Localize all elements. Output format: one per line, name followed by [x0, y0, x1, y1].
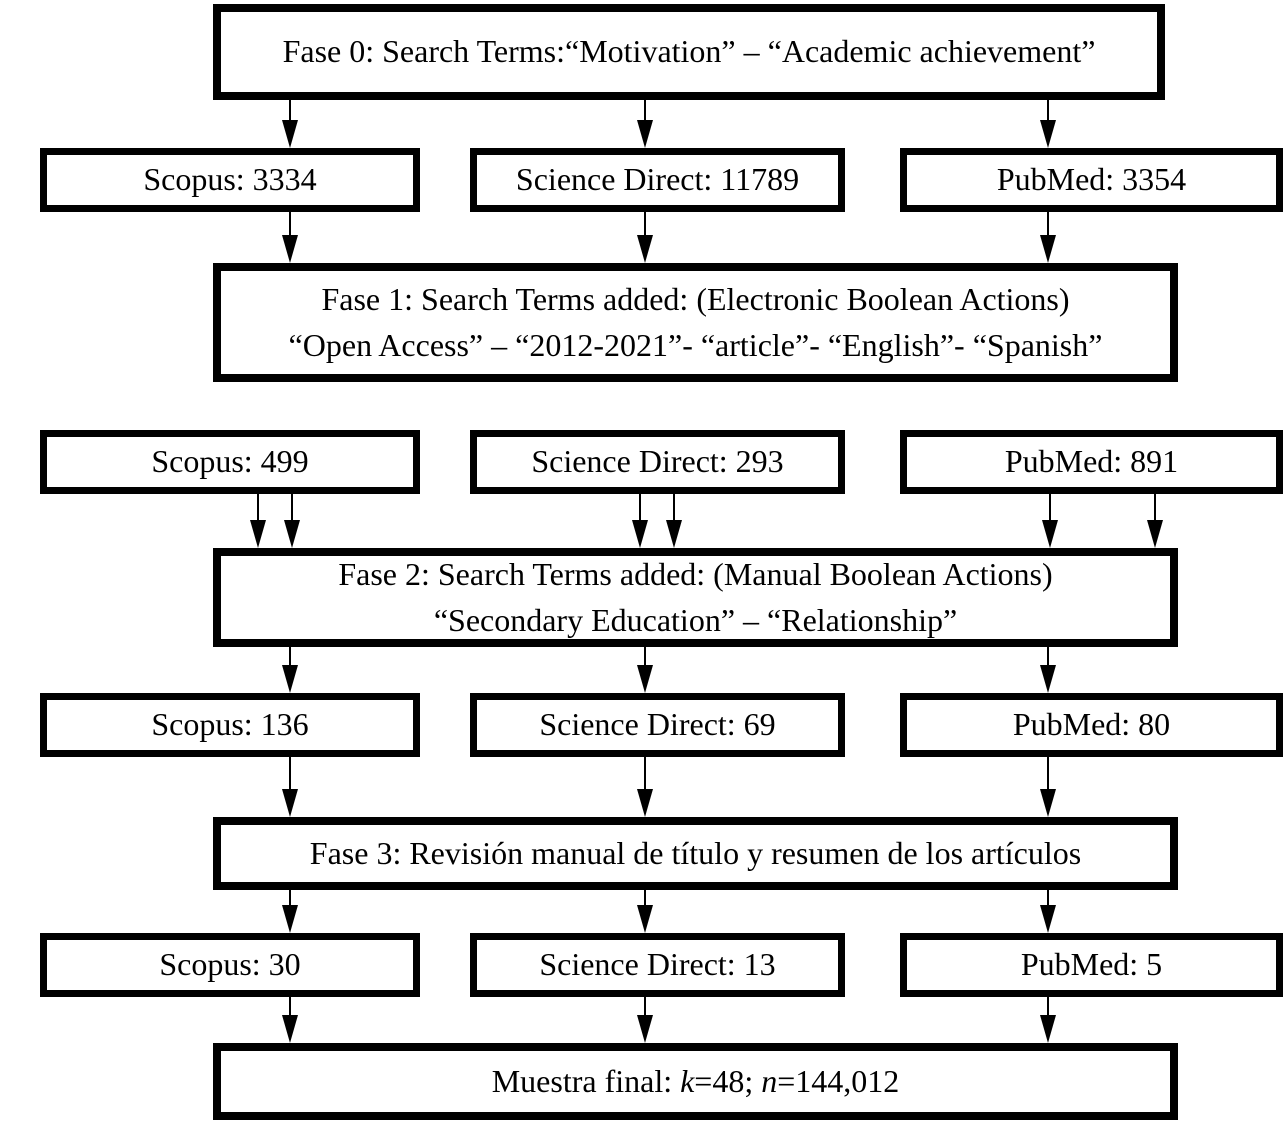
fase3-box: Fase 3: Revisión manual de título y resu… — [213, 817, 1178, 890]
row3-pubmed-box: PubMed: 80 — [900, 693, 1283, 757]
row4-scopus-box: Scopus: 30 — [40, 933, 420, 997]
fase2-box: Fase 2: Search Terms added: (Manual Bool… — [213, 548, 1178, 647]
row2-pubmed-text: PubMed: 891 — [1004, 443, 1179, 480]
fase1-text-line1: Fase 1: Search Terms added: (Electronic … — [321, 281, 1070, 318]
arrow-down-icon — [1146, 494, 1164, 548]
row2-science-direct-text: Science Direct: 293 — [531, 443, 784, 480]
arrow-down-icon — [636, 647, 654, 693]
arrow-down-icon — [636, 100, 654, 148]
row3-pubmed-text: PubMed: 80 — [1012, 706, 1171, 743]
arrow-down-icon — [636, 757, 654, 817]
arrow-down-icon — [636, 890, 654, 933]
row4-science-direct-text: Science Direct: 13 — [539, 946, 776, 983]
row1-scopus-text: Scopus: 3334 — [143, 161, 317, 198]
arrow-down-icon — [1041, 494, 1059, 548]
arrow-down-icon — [249, 494, 267, 548]
arrow-down-icon — [283, 494, 301, 548]
fase2-text-line2: “Secondary Education” – “Relationship” — [433, 601, 958, 638]
arrow-down-icon — [1039, 212, 1057, 263]
arrow-down-icon — [281, 890, 299, 933]
arrow-down-icon — [1039, 997, 1057, 1043]
arrow-down-icon — [665, 494, 683, 548]
fase0-box: Fase 0: Search Terms:“Motivation” – “Aca… — [213, 4, 1165, 100]
final-n-value: =144,012 — [777, 1062, 900, 1099]
fase1-text-line2: “Open Access” – “2012-2021”- “article”- … — [288, 326, 1103, 363]
row2-science-direct-box: Science Direct: 293 — [470, 430, 845, 494]
row1-scopus-box: Scopus: 3334 — [40, 148, 420, 212]
final-n-variable: n — [761, 1062, 778, 1099]
final-k-variable: k — [680, 1062, 695, 1099]
final-prefix: Muestra final: — [491, 1062, 681, 1099]
row1-pubmed-box: PubMed: 3354 — [900, 148, 1283, 212]
arrow-down-icon — [281, 100, 299, 148]
arrow-down-icon — [1039, 757, 1057, 817]
row2-scopus-text: Scopus: 499 — [151, 443, 309, 480]
row3-science-direct-text: Science Direct: 69 — [539, 706, 776, 743]
row2-scopus-box: Scopus: 499 — [40, 430, 420, 494]
arrow-down-icon — [1039, 647, 1057, 693]
arrow-down-icon — [1039, 890, 1057, 933]
row1-pubmed-text: PubMed: 3354 — [996, 161, 1187, 198]
fase0-text: Fase 0: Search Terms:“Motivation” – “Aca… — [282, 33, 1096, 70]
arrow-down-icon — [636, 212, 654, 263]
fase2-text-line1: Fase 2: Search Terms added: (Manual Bool… — [338, 556, 1053, 593]
row3-scopus-text: Scopus: 136 — [151, 706, 309, 743]
arrow-down-icon — [281, 757, 299, 817]
row3-science-direct-box: Science Direct: 69 — [470, 693, 845, 757]
arrow-down-icon — [281, 647, 299, 693]
arrow-down-icon — [636, 997, 654, 1043]
final-sample-box: Muestra final: k=48; n=144,012 — [213, 1043, 1178, 1120]
final-sample-text: Muestra final: k=48; n=144,012 — [492, 1059, 900, 1104]
arrow-down-icon — [1039, 100, 1057, 148]
arrow-down-icon — [281, 212, 299, 263]
arrow-down-icon — [631, 494, 649, 548]
row1-science-direct-box: Science Direct: 11789 — [470, 148, 845, 212]
arrow-down-icon — [281, 997, 299, 1043]
final-k-value: =48; — [694, 1062, 762, 1099]
row4-pubmed-text: PubMed: 5 — [1020, 946, 1163, 983]
row3-scopus-box: Scopus: 136 — [40, 693, 420, 757]
row2-pubmed-box: PubMed: 891 — [900, 430, 1283, 494]
row1-science-direct-text: Science Direct: 11789 — [515, 161, 800, 198]
row4-science-direct-box: Science Direct: 13 — [470, 933, 845, 997]
fase1-box: Fase 1: Search Terms added: (Electronic … — [213, 263, 1178, 382]
row4-pubmed-box: PubMed: 5 — [900, 933, 1283, 997]
row4-scopus-text: Scopus: 30 — [159, 946, 301, 983]
fase3-text: Fase 3: Revisión manual de título y resu… — [309, 834, 1082, 871]
